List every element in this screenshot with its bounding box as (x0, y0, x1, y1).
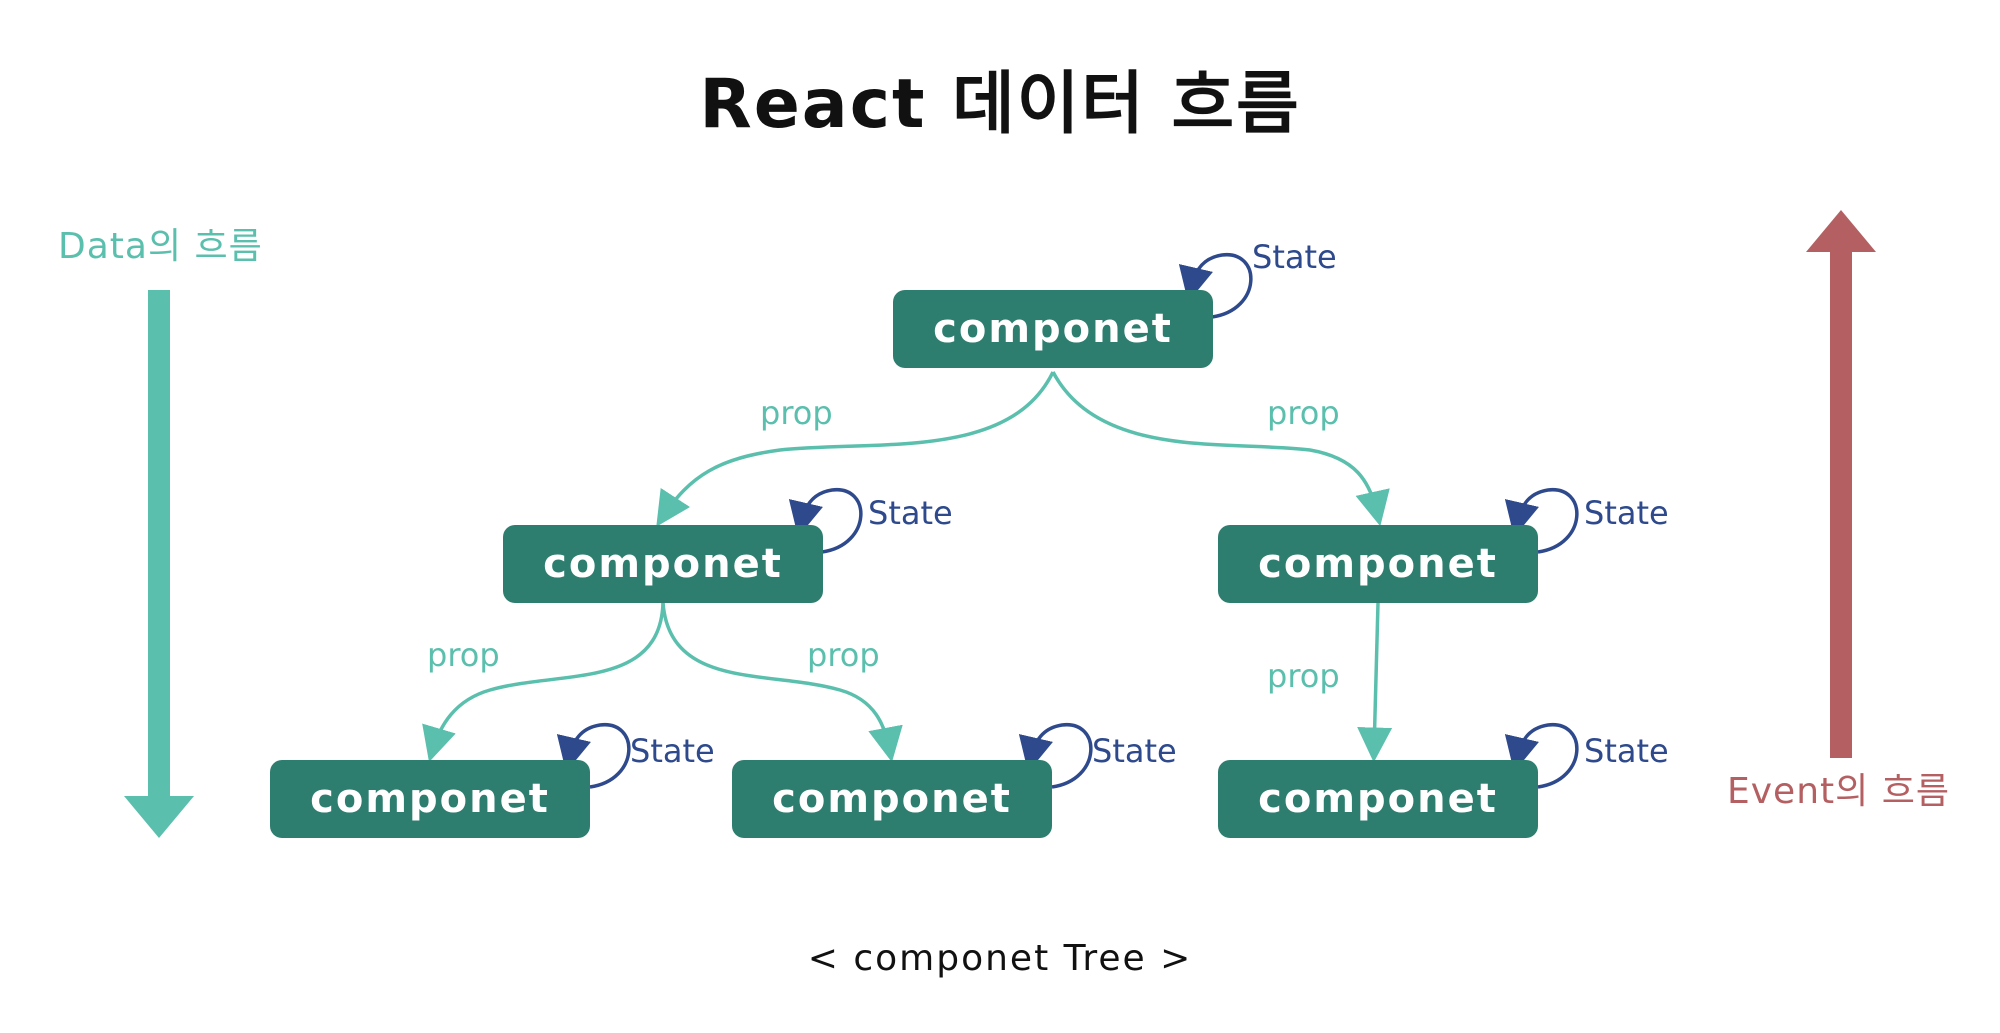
state-loop-mid-right (1504, 488, 1579, 554)
component-node-leaf-3: componet (1218, 760, 1538, 838)
prop-label-root-to-mid-right: prop (1267, 394, 1340, 432)
state-label-leaf-1: State (630, 732, 715, 770)
prop-label-mid-right-to-leaf-3: prop (1267, 657, 1340, 695)
state-label-mid-right: State (1584, 494, 1669, 532)
event-flow-arrow (1806, 210, 1876, 758)
prop-label-root-to-mid-left: prop (760, 394, 833, 432)
state-loop-leaf-1 (556, 723, 631, 789)
component-node-mid-left: componet (503, 525, 823, 603)
prop-arrow-root-to-mid-right (1051, 371, 1390, 527)
data-flow-label: Data의 흐름 (58, 226, 263, 267)
diagram-title: React 데이터 흐름 (699, 65, 1301, 144)
component-node-root: componet (893, 290, 1213, 368)
prop-label-mid-left-to-leaf-1: prop (427, 636, 500, 674)
state-loop-root (1178, 253, 1253, 319)
prop-label-mid-left-to-leaf-2: prop (807, 636, 880, 674)
prop-arrow-mid-left-to-leaf-1 (422, 602, 665, 763)
prop-arrow-mid-left-to-leaf-2 (661, 602, 903, 763)
component-node-leaf-2: componet (732, 760, 1052, 838)
component-node-mid-right: componet (1218, 525, 1538, 603)
state-label-root: State (1252, 238, 1337, 276)
state-label-leaf-3: State (1584, 732, 1669, 770)
state-loop-mid-left (788, 488, 863, 554)
prop-arrow-mid-right-to-leaf-3 (1357, 602, 1393, 763)
component-node-leaf-1: componet (270, 760, 590, 838)
state-label-leaf-2: State (1092, 732, 1177, 770)
diagram-caption: < componet Tree > (807, 938, 1193, 979)
event-flow-label: Event의 흐름 (1727, 771, 1950, 812)
state-loop-leaf-3 (1504, 723, 1579, 789)
state-loop-leaf-2 (1018, 723, 1093, 789)
state-label-mid-left: State (868, 494, 953, 532)
prop-arrow-root-to-mid-left (656, 371, 1055, 527)
data-flow-arrow (124, 290, 194, 838)
